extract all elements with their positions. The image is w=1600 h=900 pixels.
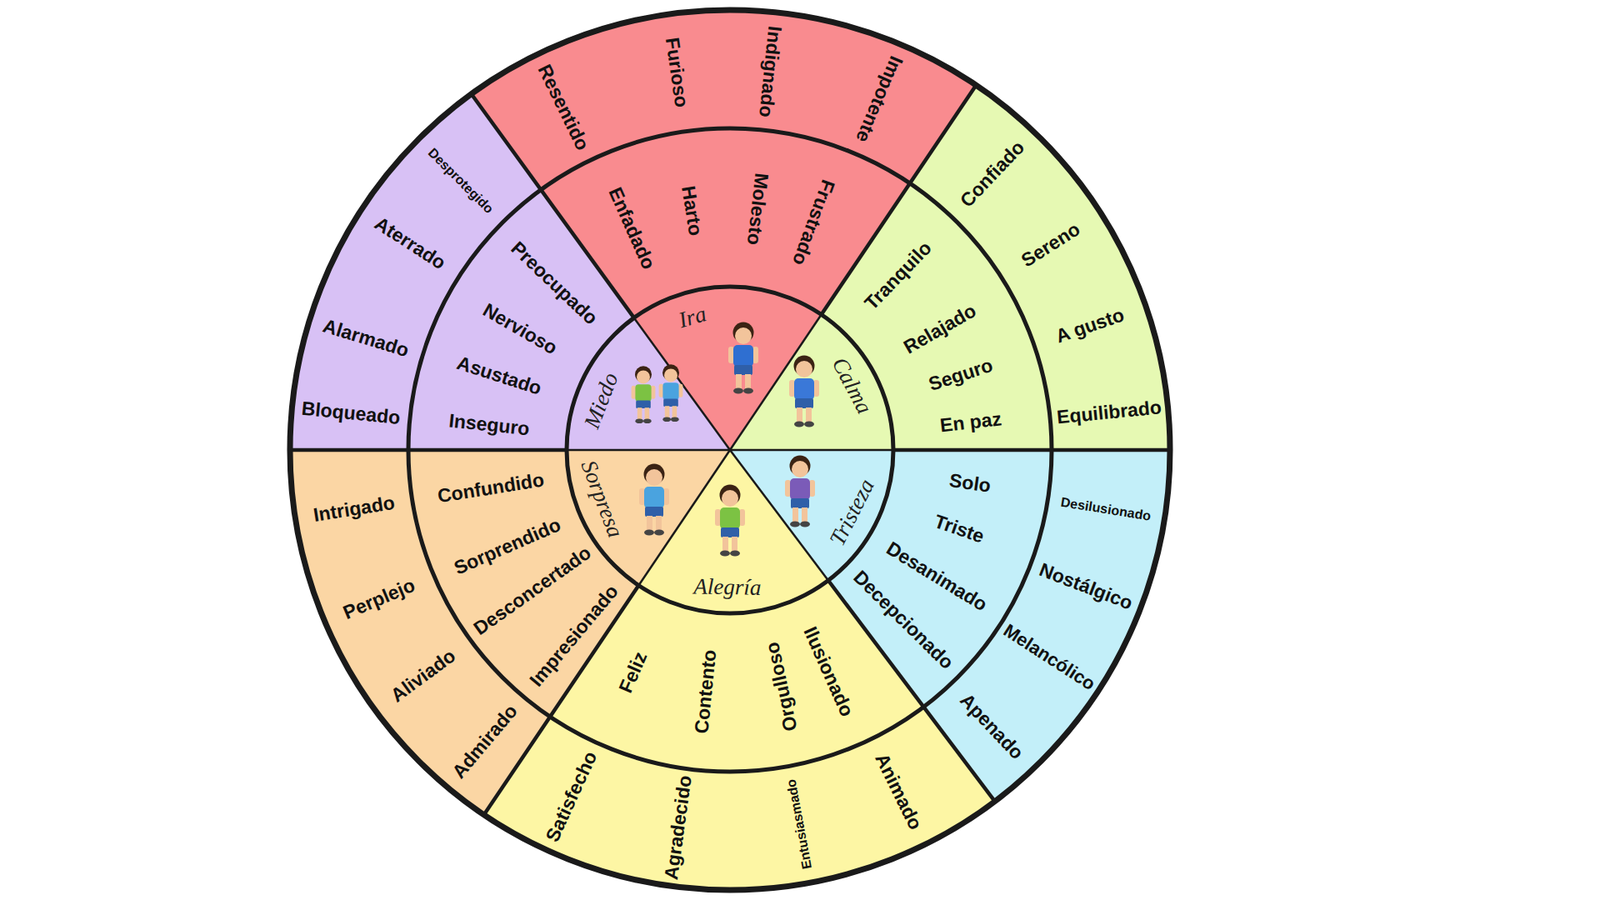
happy-child xyxy=(715,485,745,557)
divider xyxy=(290,448,567,453)
segment-fill xyxy=(471,10,977,190)
ring-lines xyxy=(290,10,1170,890)
angry-child xyxy=(728,322,759,395)
divider xyxy=(566,449,730,452)
radial-lines xyxy=(290,85,1170,815)
divider xyxy=(893,448,1170,453)
inner-ring xyxy=(566,286,894,614)
scared-child xyxy=(659,364,684,422)
calm-child xyxy=(789,355,820,428)
divider xyxy=(828,580,995,802)
divider xyxy=(634,317,730,450)
middle-ring xyxy=(408,128,1052,772)
divider xyxy=(730,449,894,452)
segment-fill xyxy=(484,706,995,890)
emotion-name: Alegría xyxy=(693,574,762,600)
scared-child xyxy=(631,365,656,424)
sad-child xyxy=(785,455,815,528)
surprised-child xyxy=(639,464,670,536)
divider xyxy=(471,94,635,319)
divider xyxy=(821,85,977,315)
children-illustrations xyxy=(631,322,820,557)
divider xyxy=(484,585,640,815)
outer-ring xyxy=(290,10,1170,890)
